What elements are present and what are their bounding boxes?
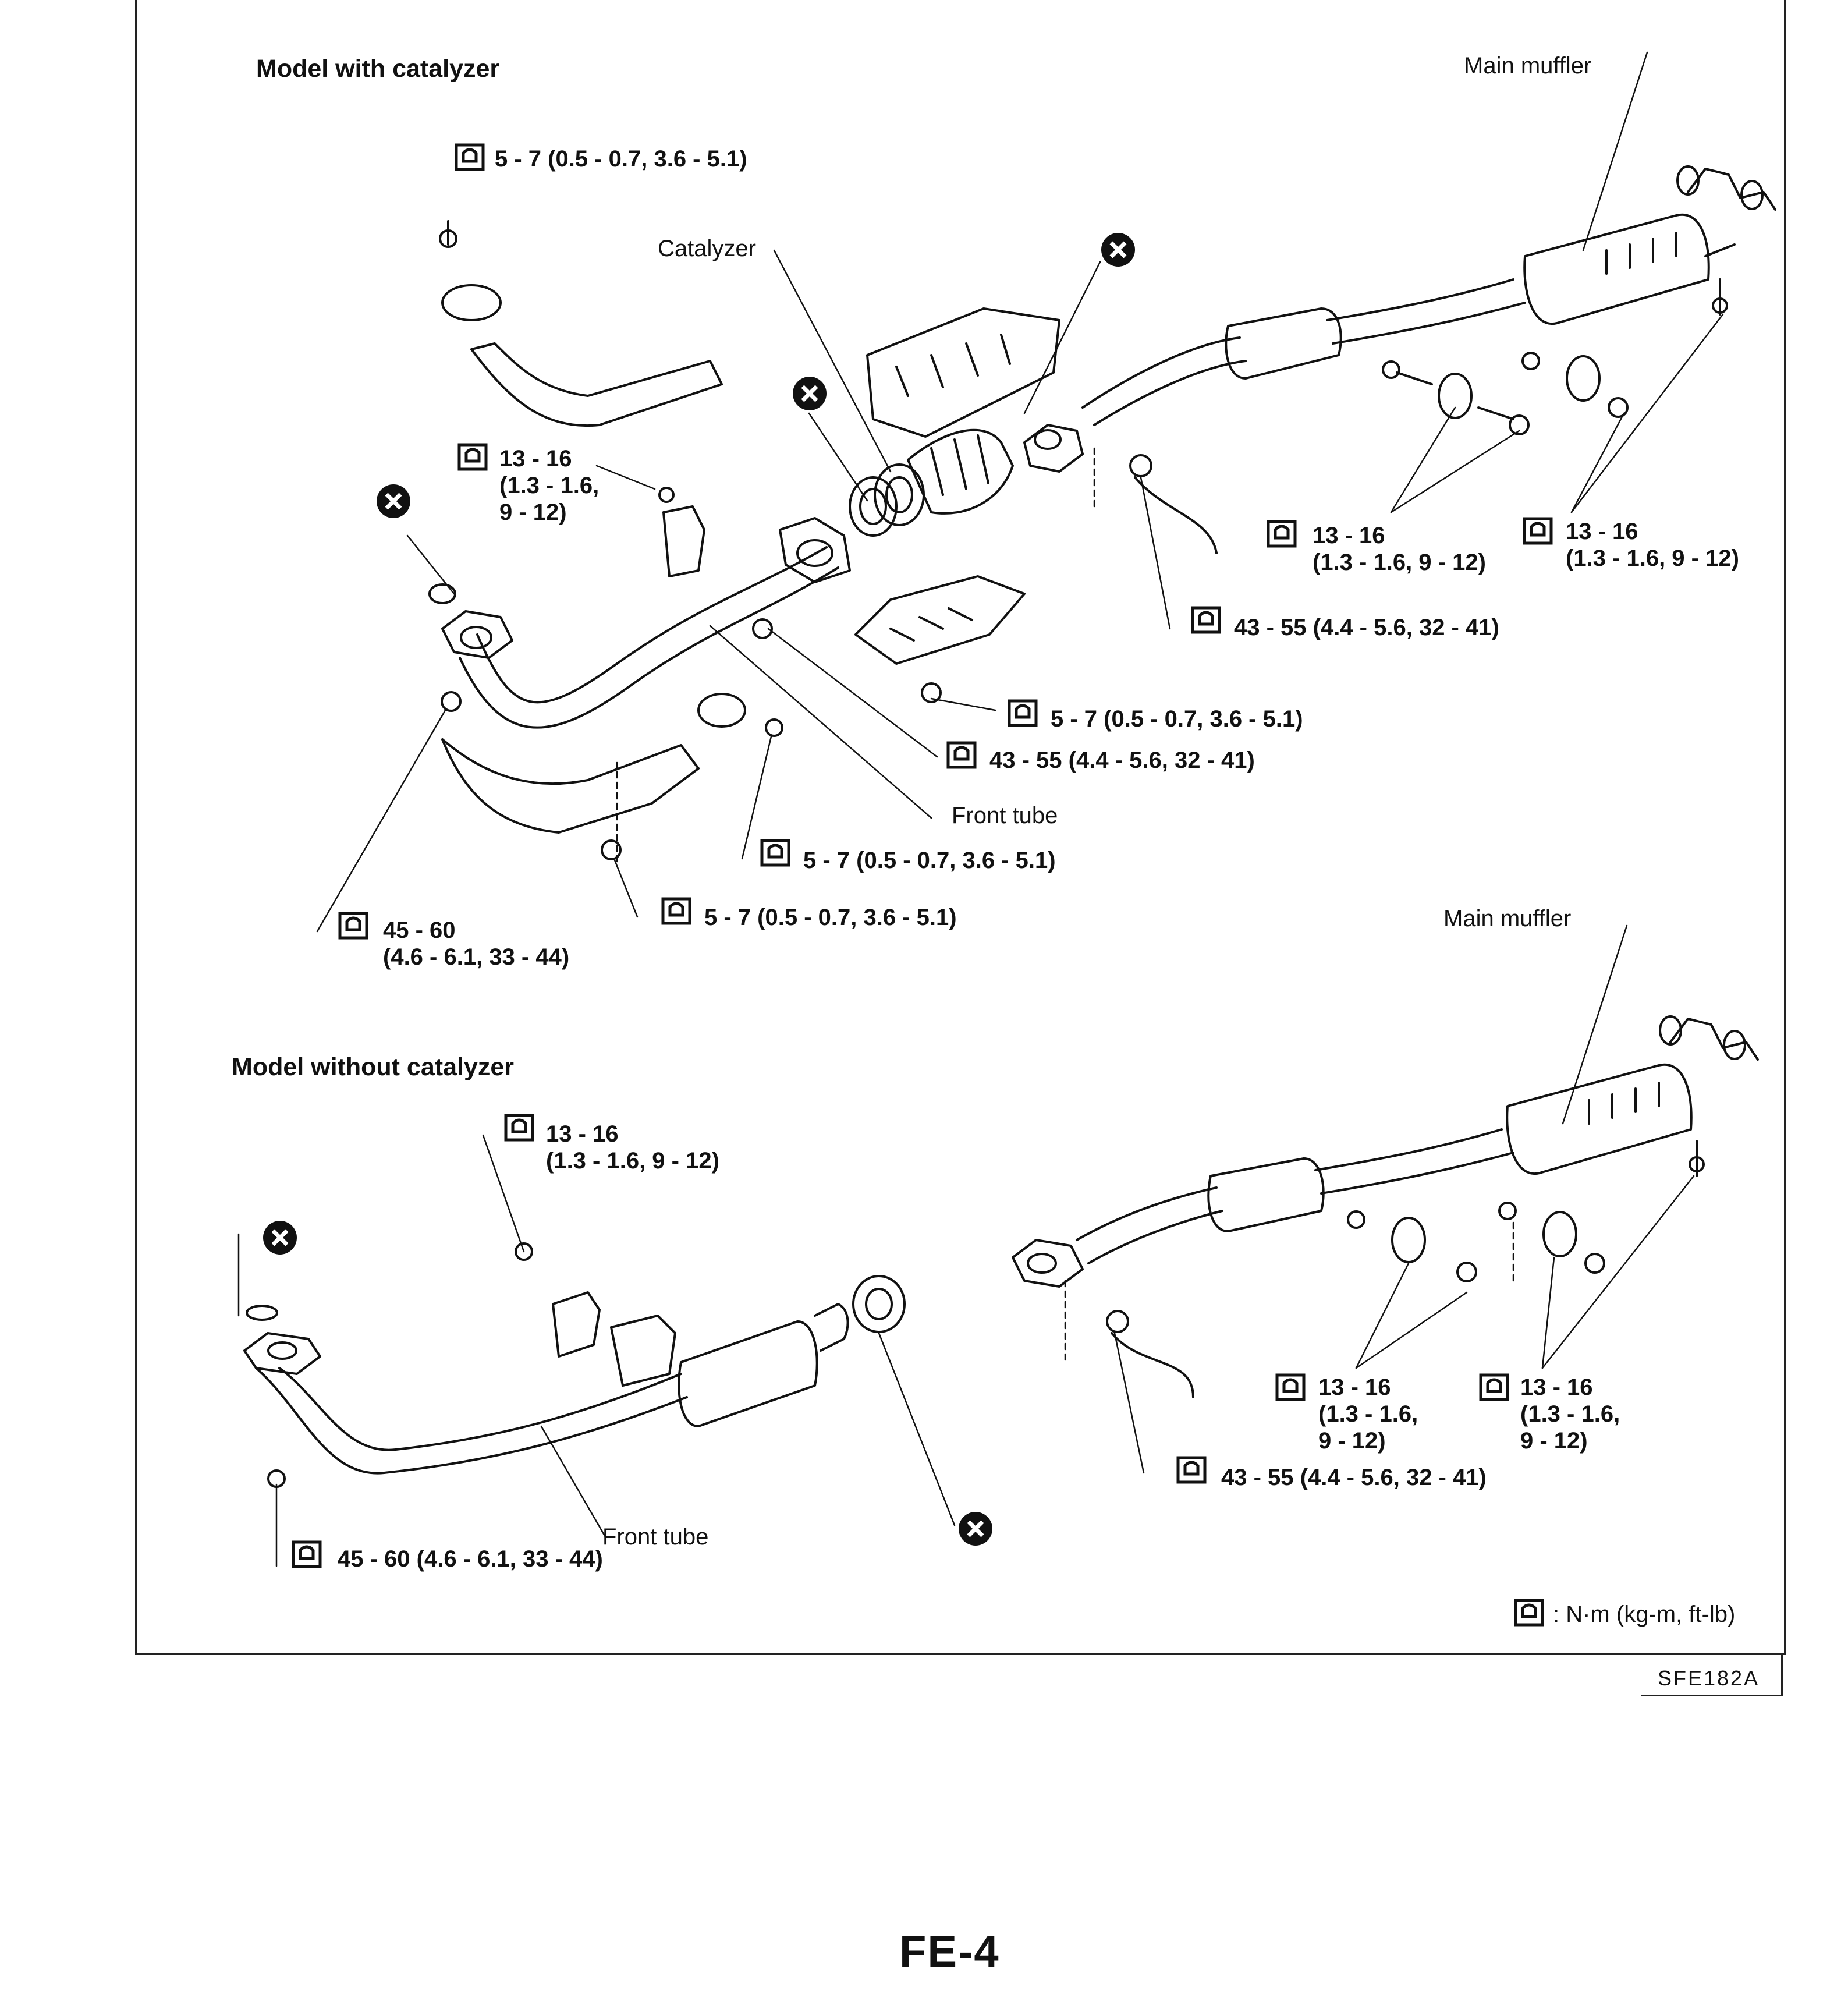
- lower-main-muffler: [1506, 1063, 1693, 1175]
- diagram-frame: [135, 0, 1786, 1655]
- upper-mount-rubber-right: [1566, 355, 1601, 402]
- torque-wrench-icon: [1266, 519, 1297, 548]
- torque-mount-right: 13 - 16 (1.3 - 1.6, 9 - 12): [1566, 519, 1739, 571]
- upper-leader-lines: [316, 51, 1724, 933]
- upper-mount-rubber-center: [1438, 373, 1473, 419]
- upper-clamp-lower: [697, 693, 746, 728]
- torque-wrench-icon: [503, 1113, 535, 1142]
- do-not-reuse-icon: [262, 1220, 298, 1256]
- catalyzer-label: Catalyzer: [658, 236, 756, 261]
- lower-front-tube: [255, 1367, 688, 1475]
- upper-center-muffler: [1225, 307, 1342, 380]
- upper-gasket-1: [849, 476, 898, 537]
- upper-bracket: [662, 505, 705, 577]
- torque-wrench-icon: [338, 911, 369, 940]
- upper-center-tube: [1081, 336, 1241, 409]
- torque-wrench-icon: [1007, 699, 1038, 728]
- upper-exhaust-assembly: [316, 51, 1776, 933]
- upper-front-flange: [779, 517, 851, 583]
- torque-wrench-icon: [1478, 1373, 1510, 1402]
- lower-leader-lines: [237, 924, 1695, 1567]
- torque-clamp-lower: 5 - 7 (0.5 - 0.7, 3.6 - 5.1): [803, 848, 1056, 873]
- lower-torque-bracket-bolt: 13 - 16 (1.3 - 1.6, 9 - 12): [546, 1121, 719, 1174]
- upper-main-muffler: [1523, 213, 1710, 325]
- figure-code: SFE182A: [1658, 1666, 1760, 1690]
- lower-mount-rubber-right: [1542, 1211, 1577, 1257]
- torque-wrench-icon: [1275, 1373, 1306, 1402]
- torque-mount-center: 13 - 16 (1.3 - 1.6, 9 - 12): [1313, 523, 1486, 575]
- torque-wrench-icon: [1513, 1598, 1545, 1627]
- lower-main-muffler-label: Main muffler: [1443, 906, 1572, 931]
- torque-wrench-icon: [1522, 516, 1553, 545]
- torque-wrench-icon: [1176, 1455, 1207, 1484]
- catalyzer-upper-shield: [866, 307, 1060, 438]
- torque-wrench-icon: [1190, 605, 1222, 635]
- torque-wrench-icon: [457, 442, 488, 472]
- torque-shield-lower: 5 - 7 (0.5 - 0.7, 3.6 - 5.1): [704, 905, 957, 930]
- do-not-reuse-icon: [957, 1511, 994, 1547]
- do-not-reuse-icon: [375, 483, 412, 519]
- upper-heading: Model with catalyzer: [256, 55, 500, 83]
- lower-heading: Model without catalyzer: [232, 1053, 515, 1081]
- lower-bracket: [552, 1291, 601, 1358]
- torque-lower-cover: 5 - 7 (0.5 - 0.7, 3.6 - 5.1): [1051, 706, 1303, 732]
- lower-torque-sensor: 43 - 55 (4.4 - 5.6, 32 - 41): [1221, 1465, 1487, 1490]
- upper-main-muffler-label: Main muffler: [1464, 53, 1592, 79]
- page-number: FE-4: [899, 1927, 1000, 1976]
- legend-unit: : N·m (kg-m, ft-lb): [1553, 1602, 1736, 1627]
- upper-clamp-top: [441, 284, 502, 321]
- upper-manifold-flange: [441, 610, 513, 659]
- torque-manifold-nut: 45 - 60 (4.6 - 6.1, 33 - 44): [383, 917, 570, 970]
- figure-code-box: [1641, 1654, 1783, 1696]
- catalyzer-lower-shield: [854, 575, 1026, 665]
- lower-mount-rubber-center: [1391, 1217, 1426, 1263]
- front-tube-lower-shield: [441, 738, 700, 834]
- lower-torque-mount-center: 13 - 16 (1.3 - 1.6, 9 - 12): [1318, 1374, 1418, 1454]
- lower-pre-muffler: [678, 1320, 818, 1427]
- torque-front-flange: 43 - 55 (4.4 - 5.6, 32 - 41): [989, 747, 1255, 773]
- torque-sensor: 43 - 55 (4.4 - 5.6, 32 - 41): [1234, 615, 1499, 640]
- upper-front-tube: [476, 546, 828, 704]
- front-tube-upper-shield: [470, 342, 723, 427]
- lower-torque-manifold-nut: 45 - 60 (4.6 - 6.1, 33 - 44): [338, 1546, 603, 1572]
- upper-hanger-bracket: [1687, 168, 1776, 211]
- lower-gasket: [852, 1275, 906, 1333]
- lower-sensor: [1106, 1310, 1129, 1333]
- torque-wrench-icon: [291, 1540, 322, 1569]
- torque-bracket-bolt: 13 - 16 (1.3 - 1.6, 9 - 12): [499, 446, 600, 525]
- upper-front-tube-label: Front tube: [952, 803, 1058, 828]
- lower-center-muffler: [1207, 1157, 1325, 1232]
- lower-exhaust-assembly: [237, 924, 1759, 1567]
- lower-front-tube-label: Front tube: [602, 1524, 709, 1550]
- do-not-reuse-icon: [792, 375, 828, 412]
- torque-wrench-icon: [760, 838, 791, 867]
- lower-o-ring: [246, 1305, 278, 1321]
- torque-clamp-top: 5 - 7 (0.5 - 0.7, 3.6 - 5.1): [495, 146, 747, 172]
- do-not-reuse-icon: [1100, 232, 1136, 268]
- lower-torque-mount-right: 13 - 16 (1.3 - 1.6, 9 - 12): [1520, 1374, 1620, 1454]
- upper-sensor: [1129, 454, 1152, 477]
- torque-wrench-icon: [661, 897, 692, 926]
- torque-wrench-icon: [454, 143, 485, 172]
- lower-hanger-bracket: [1669, 1018, 1759, 1061]
- catalyzer-body: [907, 428, 1014, 515]
- lower-rear-flange: [1012, 1239, 1084, 1288]
- torque-wrench-icon: [946, 741, 977, 770]
